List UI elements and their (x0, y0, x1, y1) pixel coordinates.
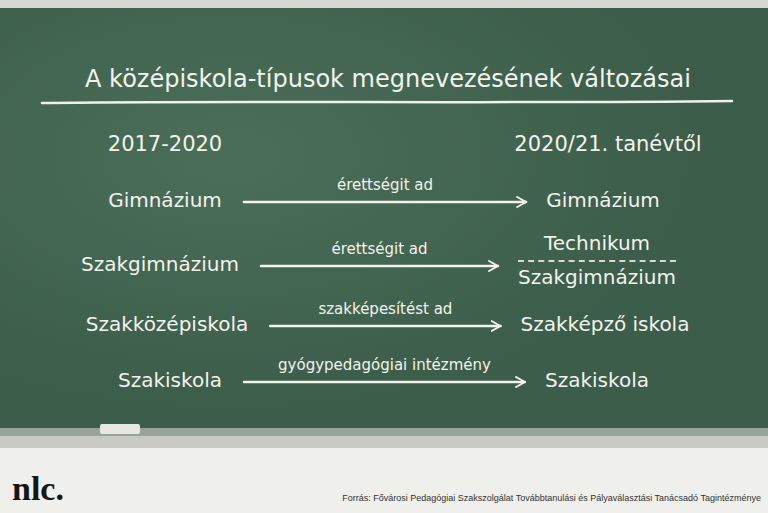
edge-label: érettségit ad (331, 240, 427, 258)
edge-label: szakképesítést ad (318, 300, 452, 318)
school-type-name: Gimnázium (108, 188, 222, 213)
school-type-name: Szakgimnázium (81, 252, 239, 277)
school-type-new: TechnikumSzakgimnázium (512, 228, 682, 293)
chalk-ledge (0, 436, 768, 448)
school-type-old: Szakgimnázium (75, 249, 245, 280)
school-type-old: Gimnázium (102, 185, 228, 216)
board-top-edge (0, 0, 768, 8)
school-type-name: Technikum (518, 231, 676, 256)
school-type-name: Szakiskola (118, 368, 222, 393)
chalk-piece (100, 424, 140, 434)
edge-label: érettségit ad (337, 176, 433, 194)
arrow-connector (261, 265, 498, 268)
school-type-old: Szakiskola (112, 365, 228, 396)
column-heading: 2020/21. tanévtől (514, 132, 701, 157)
school-type-new: Szakképző iskola (515, 309, 696, 340)
arrow-connector (244, 381, 525, 384)
school-type-name: Szakképző iskola (521, 312, 690, 337)
dashed-divider (518, 260, 676, 262)
chalkboard (0, 8, 768, 430)
arrow-connector (244, 201, 526, 204)
arrow-connector (270, 325, 500, 328)
column-heading: 2017-2020 (108, 132, 222, 157)
school-type-name: Szakközépiskola (86, 312, 249, 337)
edge-label: gyógypedagógiai intézmény (278, 356, 491, 374)
school-type-old: Szakközépiskola (80, 309, 255, 340)
school-type-name: Gimnázium (546, 188, 660, 213)
logo-text: nlc. (12, 469, 64, 510)
school-type-name: Szakiskola (545, 368, 649, 393)
source-note: Forrás: Fővárosi Pedagógiai Szakszolgála… (342, 493, 761, 504)
school-type-new: Szakiskola (539, 365, 655, 396)
board-title: A középiskola-típusok megnevezésének vál… (85, 65, 691, 94)
title-underline (42, 101, 732, 103)
school-type-name: Szakgimnázium (518, 265, 676, 290)
school-type-new: Gimnázium (540, 185, 666, 216)
